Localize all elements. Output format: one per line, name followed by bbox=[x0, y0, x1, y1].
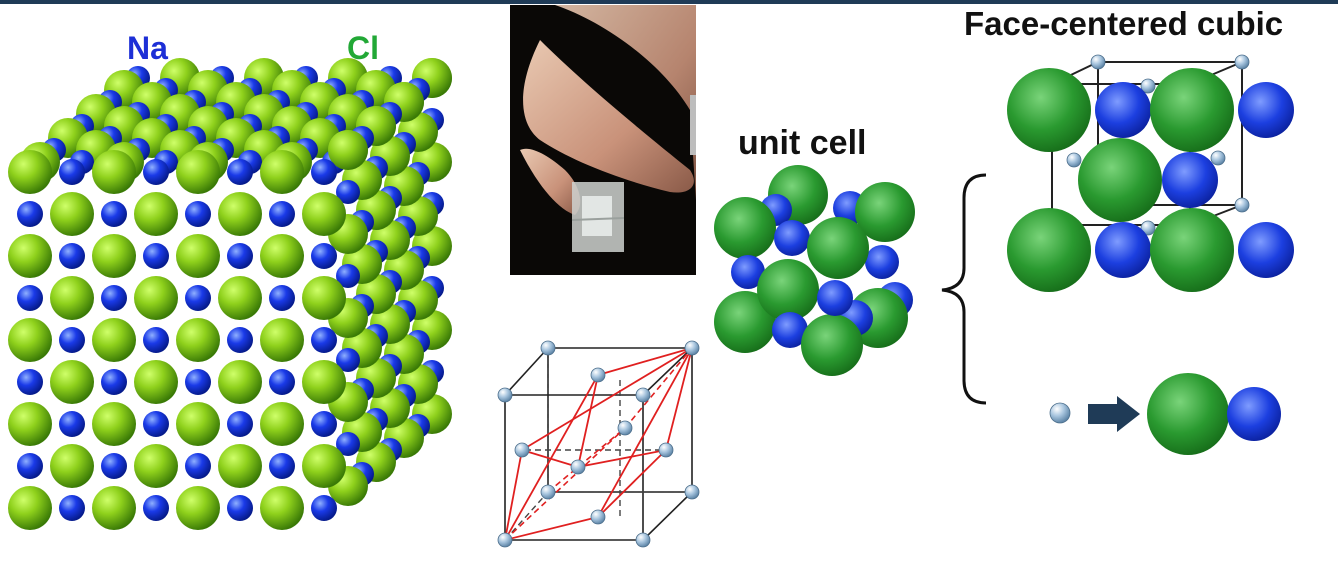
fcc-cell bbox=[1007, 54, 1294, 292]
top-accent-bar bbox=[0, 0, 1338, 4]
sodium-label: Na bbox=[127, 30, 168, 66]
sodium-sphere bbox=[1227, 387, 1281, 441]
chlorine-label: Cl bbox=[347, 30, 379, 66]
nacl-unit-cell bbox=[714, 165, 915, 376]
lattice-point-sphere bbox=[1049, 402, 1071, 424]
nacl-crystal-lattice bbox=[8, 58, 452, 530]
unit-cell-label: unit cell bbox=[738, 124, 867, 162]
right-arrow-icon bbox=[1088, 396, 1140, 432]
fcc-title: Face-centered cubic bbox=[964, 5, 1284, 42]
basis-arrow-legend bbox=[1049, 373, 1281, 455]
rhombohedral-primitive-cell bbox=[497, 340, 700, 548]
salt-crystal-photo bbox=[510, 5, 696, 275]
curly-brace bbox=[941, 173, 987, 405]
chlorine-sphere bbox=[1147, 373, 1229, 455]
